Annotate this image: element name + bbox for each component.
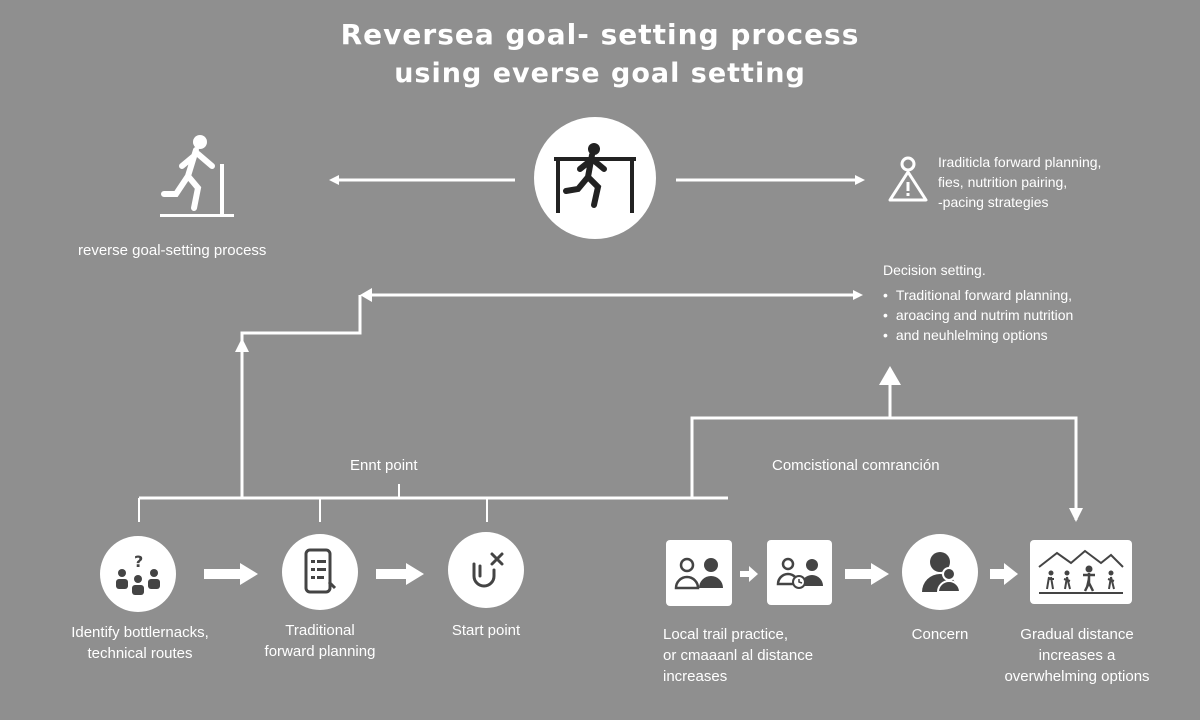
mountain-runners-icon (1038, 549, 1124, 594)
step-node-start (448, 532, 524, 608)
people-question-icon: ? (116, 553, 160, 595)
diagram-subtitle: using everse goal setting (394, 58, 806, 89)
step-node-identify: ? (100, 536, 176, 612)
step-line-left (240, 295, 362, 498)
phone-checklist-icon (304, 548, 337, 594)
step-label-identify: Identify bottlernacks, technical routes (71, 624, 209, 662)
step-label-concern: Concern (911, 626, 969, 643)
conditional-label: Comcistional comranción (772, 457, 940, 474)
step-node-people-clock (767, 540, 832, 605)
step-label-forward-planning: Traditional forward planning (264, 622, 376, 660)
decision-heading: Decision setting. (883, 262, 986, 278)
block-arrow-4 (990, 563, 1018, 585)
decision-bullet-3: and neuhlelming options (883, 325, 1073, 345)
decision-bullet-2: aroacing and nutrim nutrition (883, 305, 1073, 325)
step-node-concern (902, 534, 978, 610)
top-left-caption: reverse goal-setting process (78, 242, 267, 259)
svg-text:?: ? (134, 553, 143, 571)
step-node-gradual-distance (1030, 540, 1132, 604)
step-label-local-trail: Local trail practice, or cmaaanl al dist… (663, 626, 814, 685)
center-runner-node (534, 117, 656, 239)
block-arrow-2 (376, 563, 424, 585)
step-label-gradual-distance: Gradual distance increases a overwhelmin… (1004, 626, 1150, 685)
step-node-local-trail (666, 540, 732, 606)
diagram-title: Reversea goal- setting process (340, 18, 860, 51)
step-label-start: Start point (451, 622, 521, 639)
runner-icon (160, 135, 234, 217)
top-right-line-3: -pacing strategies (938, 194, 1049, 210)
top-right-line-1: Iraditicla forward planning, (938, 154, 1102, 170)
decision-bullets: Traditional forward planning, aroacing a… (883, 285, 1073, 345)
block-arrow-1 (204, 563, 258, 585)
group-icon (922, 552, 962, 593)
two-people-icon (674, 557, 723, 590)
block-arrow-3 (845, 563, 889, 585)
runner-hurdle-icon (554, 143, 636, 213)
branch-right (690, 416, 1078, 520)
decision-bullet-1: Traditional forward planning, (883, 285, 1073, 305)
step-node-forward-planning (282, 534, 358, 610)
warning-icon (888, 156, 928, 202)
hook-x-icon (472, 552, 504, 588)
top-right-line-2: fies, nutrition pairing, (938, 174, 1068, 190)
entry-point-label: Ennt point (350, 457, 418, 474)
people-clock-icon (776, 557, 823, 589)
small-arrow-1 (740, 566, 758, 582)
